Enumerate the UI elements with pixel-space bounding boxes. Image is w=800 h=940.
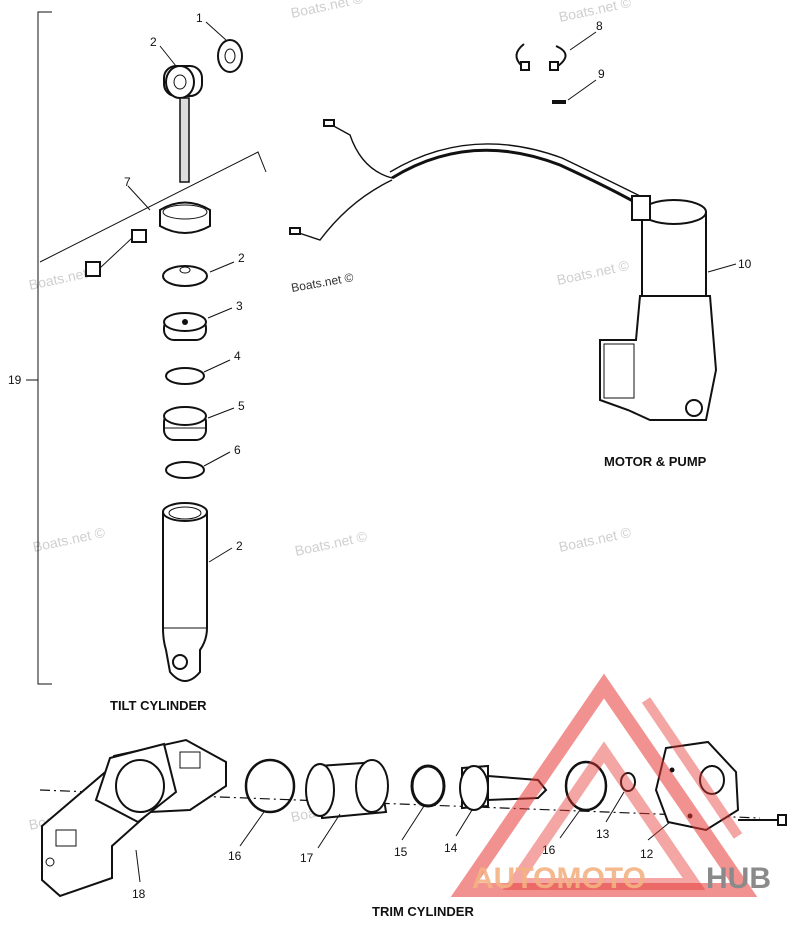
watermark: Boats.net © (293, 528, 369, 559)
label-5: 5 (238, 399, 245, 413)
part-12-end-cap (654, 740, 740, 832)
part-16-seal-left (244, 758, 296, 814)
label-16-left: 16 (228, 849, 242, 863)
pump-body (599, 295, 718, 421)
kit-bracket (39, 151, 267, 263)
wire-1 (329, 123, 393, 179)
label-2-c: 2 (236, 539, 243, 553)
label-2: 2 (150, 35, 157, 49)
part-16-seal-right (564, 760, 608, 812)
assembly-bracket (37, 11, 52, 685)
clamp-bolt-head (85, 261, 101, 277)
cylinder-eye (172, 654, 188, 670)
watermark: Boats.net © (289, 0, 365, 21)
label-8: 8 (596, 19, 603, 33)
label-6: 6 (234, 443, 241, 457)
logo-triangle-inner (502, 741, 706, 890)
part-2-cylinder-body (162, 511, 208, 682)
label-13: 13 (596, 827, 610, 841)
logo-triangle-outer (450, 673, 758, 897)
label-14: 14 (444, 841, 458, 855)
watermark-dark: Boats.net © (290, 270, 355, 295)
clamp-nut (131, 229, 147, 243)
logo-text-automoto: AUTOMOTO (472, 862, 646, 895)
part-8-clip-right (555, 45, 567, 67)
watermark: Boats.net © (31, 524, 107, 555)
part-13-o-ring (620, 772, 636, 792)
label-3: 3 (236, 299, 243, 313)
caption-tilt-cylinder: TILT CYLINDER (110, 698, 207, 713)
label-10: 10 (738, 257, 752, 271)
trim-cylinder-parts: 18 16 17 15 14 16 13 12 (39, 738, 787, 901)
caption-trim-cylinder: TRIM CYLINDER (372, 904, 474, 919)
piston-rod (179, 97, 190, 183)
label-9: 9 (598, 67, 605, 81)
part-2-spacer (162, 265, 208, 287)
part-15-o-ring (410, 764, 446, 808)
wire-2 (295, 179, 393, 241)
label-17: 17 (300, 851, 314, 865)
watermark: Boats.net © (555, 257, 631, 288)
label-19: 19 (8, 373, 22, 387)
motor-pump-assembly: 10 (289, 119, 752, 421)
part-4-o-ring (165, 367, 205, 385)
logo-text-hub: HUB (706, 862, 771, 895)
part-1-bore (224, 48, 236, 64)
label-16-right: 16 (542, 843, 556, 857)
caption-motor-pump: MOTOR & PUMP (604, 454, 707, 469)
part-6-o-ring (165, 461, 205, 479)
automotohub-logo: AUTOMOTO HUB (450, 673, 771, 897)
label-2-b: 2 (238, 251, 245, 265)
part-7-clamp (159, 201, 211, 234)
part-9-pin (552, 100, 566, 104)
motor-cable-sheath (391, 148, 641, 207)
tilt-cylinder-parts: 1 2 7 2 3 4 5 (39, 11, 267, 682)
label-12: 12 (640, 847, 654, 861)
label-7: 7 (124, 175, 131, 189)
label-18: 18 (132, 887, 146, 901)
watermark: Boats.net © (557, 524, 633, 555)
label-1: 1 (196, 11, 203, 25)
label-15: 15 (394, 845, 408, 859)
label-4: 4 (234, 349, 241, 363)
part-1-bushing (217, 39, 243, 73)
